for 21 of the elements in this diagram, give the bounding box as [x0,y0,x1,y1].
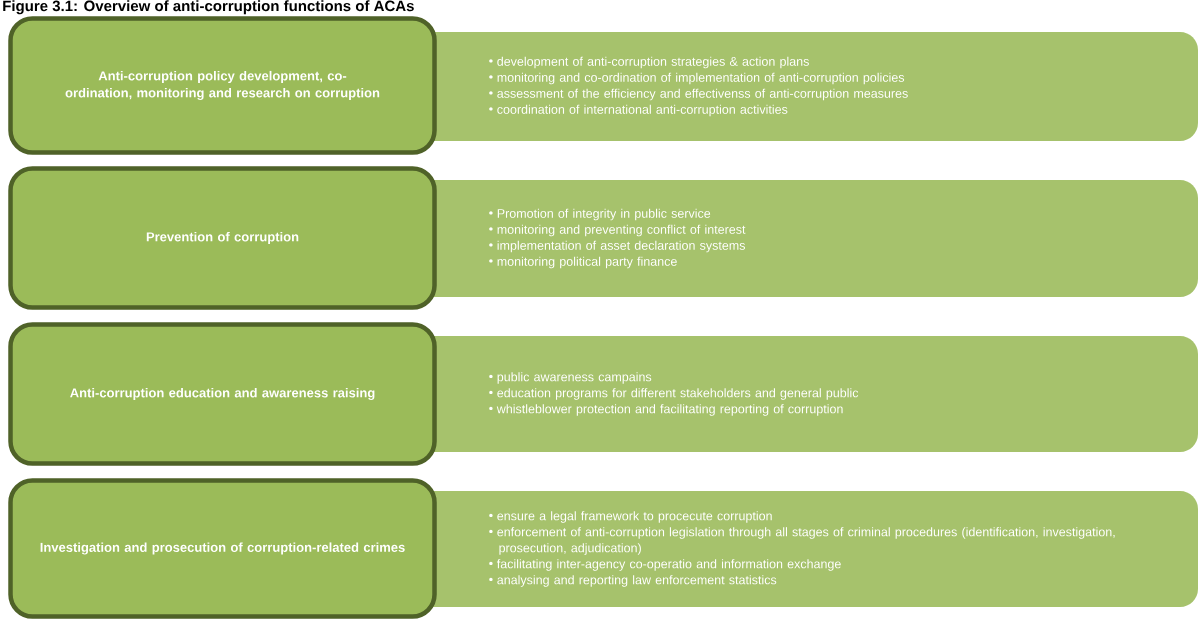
list-item: assessment of the efficiency and effectivenss of anti-corruption measures [489,88,908,101]
list-item: monitoring political party finance [489,256,677,269]
heading-box: Anti-corruption education and awareness raising [8,322,437,466]
list-item: monitoring and co-ordination of implementation of anti-corruption policies [489,72,905,85]
list-item: implementation of asset declaration systems [489,240,745,253]
list-item: monitoring and preventing conflict of interest [489,224,746,237]
heading-box: Investigation and prosecution of corruption-related crimes [8,478,437,619]
figure-title: Figure 3.1: Overview of anti-corruption functions of ACAs [3,0,414,15]
list-item: whistleblower protection and facilitating reporting of corruption [489,404,843,416]
bullet-panel [430,491,1198,607]
list-item: development of anti-corruption strategies & action plans [489,56,809,69]
heading-box: Prevention of corruption [8,166,437,310]
list-item: coordination of international anti-corruption activities [489,104,788,117]
list-item: analysing and reporting law enforcement statistics [489,575,777,587]
list-item: Promotion of integrity in public service [489,208,711,221]
list-item: ensure a legal framework to procecute corruption [489,511,772,523]
heading-box: Anti-corruption policy development, co-ordination, monitoring and research on corruption [8,16,437,155]
list-item: enforcement of anti-corruption legislation through all stages of criminal procedures (identification, investigation, prosecution, adjudication) [489,527,1115,555]
list-item: facilitating inter-agency co-operatio and information exchange [489,559,841,571]
list-item: education programs for different stakeholders and general public [489,388,859,400]
list-item: public awareness campains [489,372,652,384]
